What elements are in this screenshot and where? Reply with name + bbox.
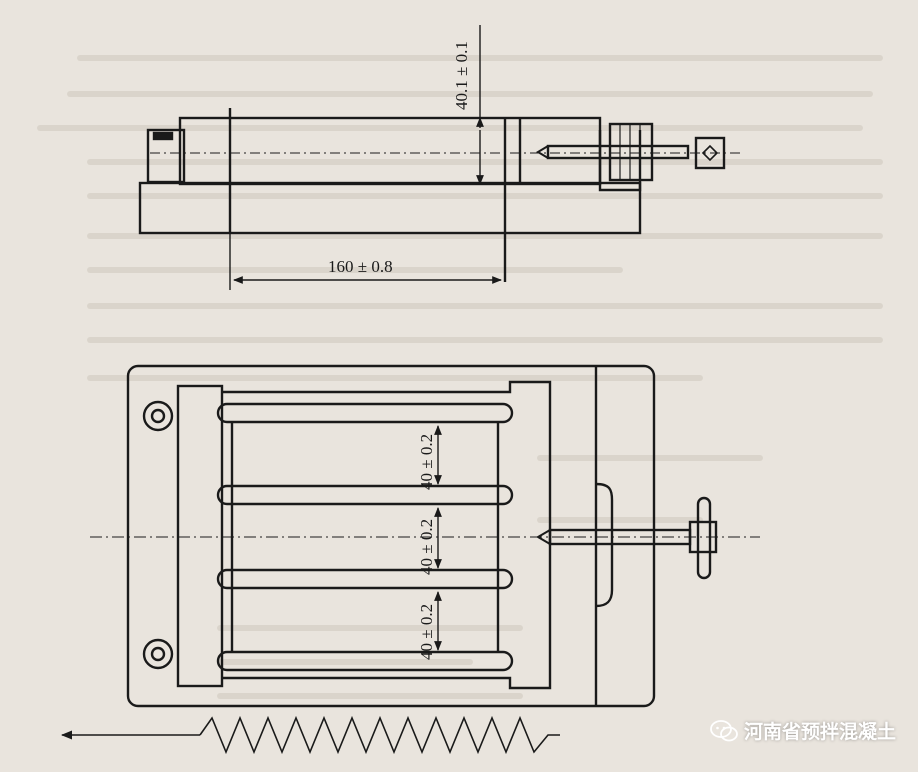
bleed-through-background <box>37 55 883 699</box>
side-base-plate <box>138 181 642 235</box>
plan-divider-bar <box>216 402 514 424</box>
side-screw-rod <box>546 144 690 160</box>
plan-bolt-bottom <box>142 638 174 670</box>
plan-bolt-top <box>142 400 174 432</box>
side-screw-tip <box>536 145 549 159</box>
plan-bolt-top-hole <box>150 408 166 424</box>
gap-3-label: 40 ± 0.2 <box>417 604 436 660</box>
plan-bolt-bottom-hole <box>150 646 166 662</box>
side-screw-knob <box>608 122 654 182</box>
gap-2-label: 40 ± 0.2 <box>417 519 436 575</box>
plan-divider-bar <box>216 568 514 590</box>
break-line <box>60 715 560 755</box>
length-tolerance-label: 160 ± 0.8 <box>328 257 393 276</box>
length-dimension <box>229 233 502 290</box>
plan-divider-bar <box>216 484 514 506</box>
watermark-text: 河南省预拌混凝土 <box>743 721 896 743</box>
side-left-clamp-tab <box>152 131 174 141</box>
side-left-clamp <box>146 128 186 184</box>
height-tolerance-label: 40.1 ± 0.1 <box>452 41 471 110</box>
watermark: 河南省预拌混凝土 <box>710 717 896 744</box>
wechat-icon <box>710 719 738 741</box>
plan-wing-handle <box>696 496 712 580</box>
gap-1-label: 40 ± 0.2 <box>417 434 436 490</box>
plan-base-plate <box>126 364 656 708</box>
plan-left-frame <box>176 384 224 688</box>
plan-divider-bar <box>216 650 514 672</box>
plan-mold-outline <box>222 380 552 690</box>
